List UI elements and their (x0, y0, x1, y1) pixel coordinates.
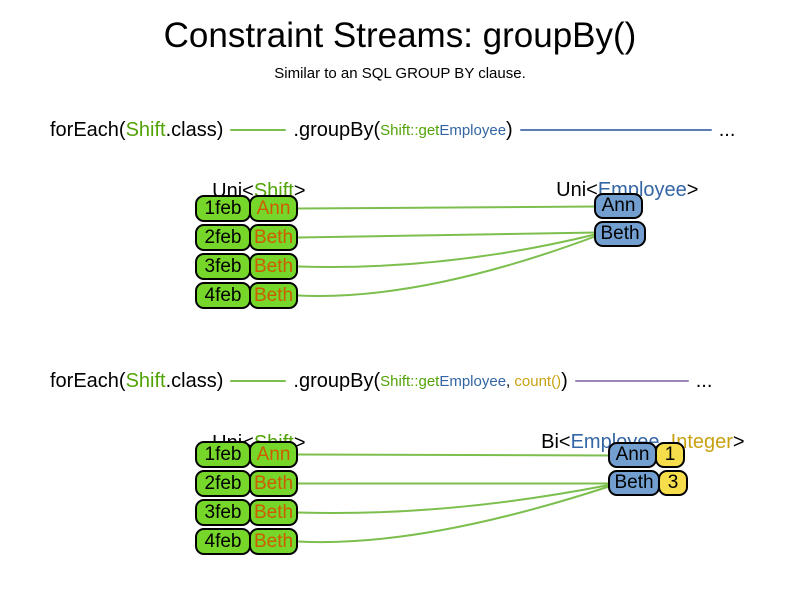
code2-arg-separator: , (506, 372, 515, 390)
table-row: 2feb Beth (195, 224, 298, 251)
d2-group-row-ann: Ann 1 (608, 442, 685, 468)
code1-foreach-open: forEach( (50, 118, 126, 141)
d1-group-node-beth: Beth (594, 221, 646, 247)
table-row: 4feb Beth (195, 282, 298, 309)
code1-groupby-open: .groupBy( (293, 118, 381, 141)
page-title: Constraint Streams: groupBy() (163, 16, 637, 55)
date-cell: 2feb (195, 224, 251, 251)
date-cell: 3feb (195, 253, 251, 280)
employee-cell: Beth (249, 499, 298, 526)
employee-cell: Beth (249, 528, 298, 555)
table-row: 1feb Ann (195, 441, 298, 468)
d1-line-row4-beth (297, 235, 596, 297)
employee-cell: Ann (249, 441, 298, 468)
code2-foreach-close: .class) (165, 369, 224, 392)
d2-source-close: > (293, 432, 306, 454)
d2-line-row3-beth (297, 484, 610, 515)
date-cell: 1feb (195, 195, 251, 222)
code1-green-connector-line (230, 129, 287, 131)
d1-group-node-ann: Ann (594, 193, 643, 219)
table-row: 3feb Beth (195, 499, 298, 526)
code2-arg2-function: count() (514, 372, 562, 390)
d2-group-row-beth: Beth 3 (608, 470, 688, 496)
employee-cell: Beth (249, 224, 298, 251)
code1-foreach-close: .class) (165, 118, 224, 141)
table-row: 1feb Ann (195, 195, 298, 222)
d2-group-node-beth: Beth (608, 470, 660, 496)
employee-cell: Ann (249, 195, 298, 222)
d2-shift-table: 1feb Ann 2feb Beth 3feb Beth 4feb Beth (195, 441, 298, 557)
code2-green-connector-line (230, 380, 287, 382)
code1-arg1-method: Shift::get (380, 121, 440, 139)
code1-shift-class: Shift (125, 118, 166, 141)
d1-result-close: > (686, 179, 699, 201)
code-line-1: forEach(Shift.class) .groupBy(Shift::get… (50, 117, 735, 143)
table-row: 2feb Beth (195, 470, 298, 497)
table-row: 3feb Beth (195, 253, 298, 280)
code1-groupby-close: ) (506, 118, 513, 141)
date-cell: 4feb (195, 528, 251, 555)
d2-line-row1-ann (297, 453, 612, 457)
code2-arg1-method: Shift::get (380, 372, 440, 390)
date-cell: 4feb (195, 282, 251, 309)
code1-arg1-type: Employee (439, 121, 507, 139)
d2-count-node-beth: 3 (658, 470, 688, 496)
code2-shift-class: Shift (125, 369, 166, 392)
code2-foreach-open: forEach( (50, 369, 126, 392)
code2-ellipsis: ... (695, 369, 713, 392)
employee-cell: Beth (249, 282, 298, 309)
d2-count-node-ann: 1 (655, 442, 685, 468)
table-row: 4feb Beth (195, 528, 298, 555)
code1-ellipsis: ... (718, 118, 736, 141)
d2-result-open: Bi< (541, 431, 571, 453)
code2-arg1-type: Employee (439, 372, 507, 390)
code2-groupby-open: .groupBy( (293, 369, 381, 392)
employee-cell: Beth (249, 470, 298, 497)
code-line-2: forEach(Shift.class) .groupBy(Shift::get… (50, 368, 712, 394)
date-cell: 3feb (195, 499, 251, 526)
d2-result-type2: Integer (670, 431, 733, 453)
d2-result-close: > (732, 431, 745, 453)
code2-groupby-close: ) (561, 369, 568, 392)
d1-source-close: > (293, 180, 306, 202)
d1-result-open: Uni< (556, 179, 598, 201)
d1-line-row2-beth (297, 231, 598, 239)
date-cell: 2feb (195, 470, 251, 497)
code1-blue-connector-line (519, 129, 712, 131)
d1-line-row1-ann (297, 205, 598, 210)
d2-group-node-ann: Ann (608, 442, 657, 468)
employee-cell: Beth (249, 253, 298, 280)
code2-purple-connector-line (574, 380, 689, 382)
date-cell: 1feb (195, 441, 251, 468)
d1-shift-table: 1feb Ann 2feb Beth 3feb Beth 4feb Beth (195, 195, 298, 311)
page-subtitle: Similar to an SQL GROUP BY clause. (274, 65, 526, 82)
d2-line-row4-beth (297, 485, 610, 544)
d1-line-row3-beth (297, 233, 596, 268)
